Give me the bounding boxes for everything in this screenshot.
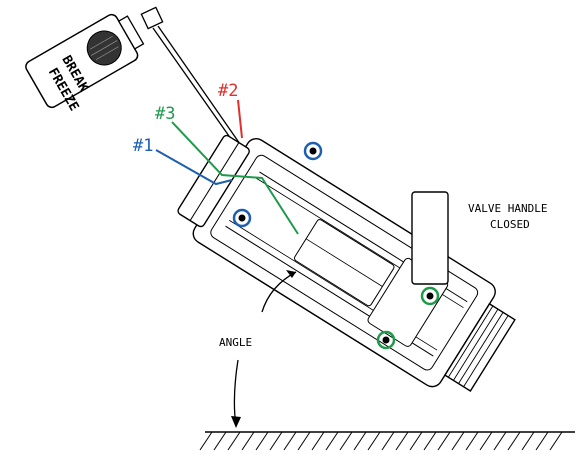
ring-blue-top	[303, 141, 323, 161]
can-straw-left	[152, 27, 237, 147]
valve-body	[177, 134, 516, 392]
label-3: #3	[155, 104, 175, 124]
ring-blue-left	[232, 208, 252, 228]
leader-1	[155, 149, 233, 186]
valve-end-cap	[177, 134, 250, 228]
valve-threaded-end	[443, 302, 516, 392]
leader-3	[171, 121, 299, 235]
label-1: #1	[133, 136, 153, 156]
label-angle: ANGLE	[219, 336, 252, 349]
angle-arc-bottom	[233, 359, 239, 427]
can-nozzle	[140, 6, 164, 30]
label-valve-line1: VALVE HANDLE	[468, 202, 547, 215]
leader-2	[237, 99, 243, 139]
can-straw-right	[157, 25, 241, 145]
ground	[199, 431, 575, 451]
label-2: #2	[218, 81, 238, 101]
label-valve-line2: CLOSED	[490, 218, 530, 231]
ring-green-right	[420, 286, 440, 306]
valve-handle	[411, 191, 449, 285]
spray-can: BREAK FREEZE	[25, 6, 241, 147]
ring-green-bottom	[376, 330, 396, 350]
